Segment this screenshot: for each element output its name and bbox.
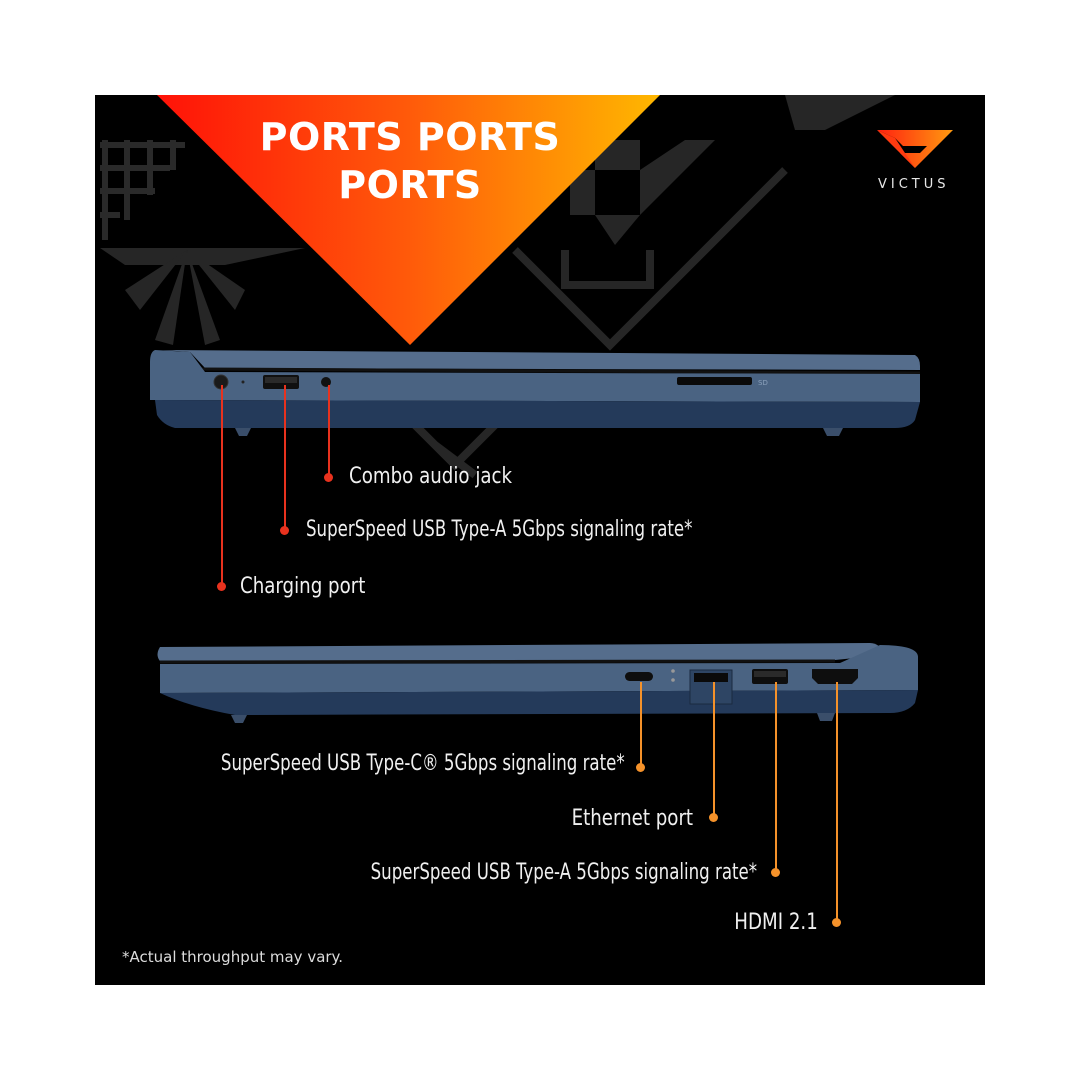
callout-dot-ethernet — [709, 813, 718, 822]
label-ethernet-port: Ethernet port — [571, 806, 693, 831]
callout-line-hdmi — [836, 682, 838, 922]
laptop-right-side-image — [157, 643, 918, 723]
label-hdmi: HDMI 2.1 — [734, 910, 818, 935]
callout-dot-charging — [217, 582, 226, 591]
callout-line-ethernet — [713, 682, 715, 817]
svg-text:SD: SD — [758, 379, 768, 387]
callout-dot-usb-c — [636, 763, 645, 772]
label-combo-audio-jack: Combo audio jack — [349, 464, 513, 489]
brand-name: VICTUS — [878, 177, 950, 192]
background-pattern-decoration — [100, 95, 895, 479]
callout-line-usb-c — [640, 682, 642, 767]
footnote: *Actual throughput may vary. — [122, 948, 344, 966]
callout-line-audio — [328, 385, 330, 477]
callout-line-usb-a-right — [775, 682, 777, 872]
callout-dot-audio — [324, 473, 333, 482]
label-usb-a-left: SuperSpeed USB Type-A 5Gbps signaling ra… — [306, 517, 693, 542]
callout-line-charging — [221, 385, 223, 585]
headline-line-2: PORTS — [338, 163, 482, 207]
headline-triangle-banner — [157, 95, 660, 345]
laptop-left-side-image: SD — [150, 350, 921, 436]
label-usb-a-right: SuperSpeed USB Type-A 5Gbps signaling ra… — [370, 860, 757, 885]
label-charging-port: Charging port — [240, 574, 366, 599]
headline-line-1: PORTS PORTS — [259, 115, 561, 159]
ports-infographic: PORTS PORTS PORTS VICTUS — [95, 95, 985, 985]
victus-v-logo-icon — [877, 130, 953, 168]
callout-line-usb-a-left — [284, 385, 286, 530]
callout-dot-hdmi — [832, 918, 841, 927]
label-usb-c: SuperSpeed USB Type-C® 5Gbps signaling r… — [221, 751, 625, 776]
callout-dot-usb-a-left — [280, 526, 289, 535]
callout-dot-usb-a-right — [771, 868, 780, 877]
